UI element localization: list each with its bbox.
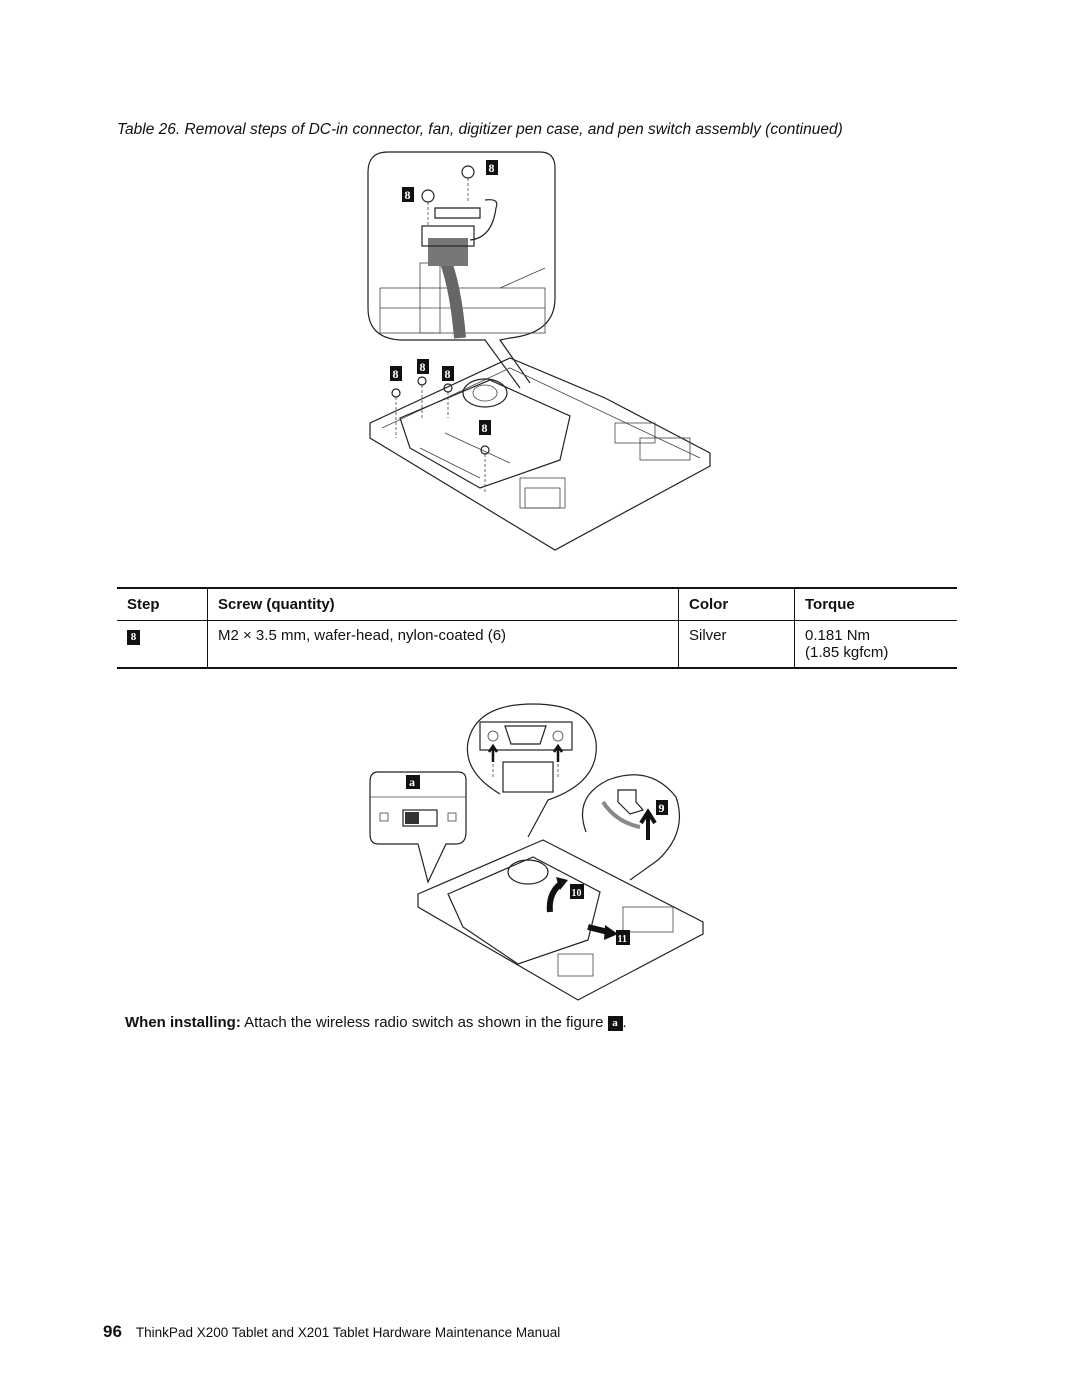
figure1-badge: 8 xyxy=(405,188,411,202)
header-screw: Screw (quantity) xyxy=(207,587,679,621)
table-row: 8 M2 × 3.5 mm, wafer-head, nylon-coated … xyxy=(117,620,957,669)
header-step: Step xyxy=(117,587,208,621)
screw-spec-table: Step Screw (quantity) Color Torque 8 M2 … xyxy=(117,587,957,669)
page-footer: 96 ThinkPad X200 Tablet and X201 Tablet H… xyxy=(103,1322,560,1342)
table-caption: Table 26. Removal steps of DC-in connect… xyxy=(117,121,843,138)
torque-kgfcm: (1.85 kgfcm) xyxy=(805,644,889,661)
figure1-badge: 8 xyxy=(445,367,451,381)
installation-note: When installing: Attach the wireless rad… xyxy=(125,1014,627,1031)
note-badge: a xyxy=(607,1015,623,1031)
figure2-badge: 9 xyxy=(659,801,665,815)
torque-nm: 0.181 Nm xyxy=(805,627,871,644)
header-color: Color xyxy=(678,587,795,621)
manual-title: ThinkPad X200 Tablet and X201 Tablet Har… xyxy=(135,1325,561,1340)
dc-in-connector-figure: 8 8 8 8 8 8 xyxy=(367,151,711,551)
radio-switch-figure: a 9 10 11 xyxy=(369,703,704,1001)
figure1-badge: 8 xyxy=(489,161,495,175)
note-end: . xyxy=(622,1014,627,1031)
figure2-badge: 10 xyxy=(572,888,582,899)
step-badge: 8 xyxy=(127,630,140,645)
page-number: 96 xyxy=(103,1322,122,1341)
color-cell: Silver xyxy=(678,620,795,669)
screw-cell: M2 × 3.5 mm, wafer-head, nylon-coated (6… xyxy=(207,620,679,669)
note-text: Attach the wireless radio switch as show… xyxy=(240,1014,604,1031)
figure2-badge: 11 xyxy=(618,934,627,945)
figure1-badge: 8 xyxy=(393,367,399,381)
figure2-badge: a xyxy=(409,775,415,789)
figure1-badge: 8 xyxy=(420,360,426,374)
header-torque: Torque xyxy=(794,587,957,621)
torque-cell: 0.181 Nm (1.85 kgfcm) xyxy=(794,620,957,669)
note-label: When installing: xyxy=(125,1014,241,1031)
figure1-badge: 8 xyxy=(482,421,488,435)
